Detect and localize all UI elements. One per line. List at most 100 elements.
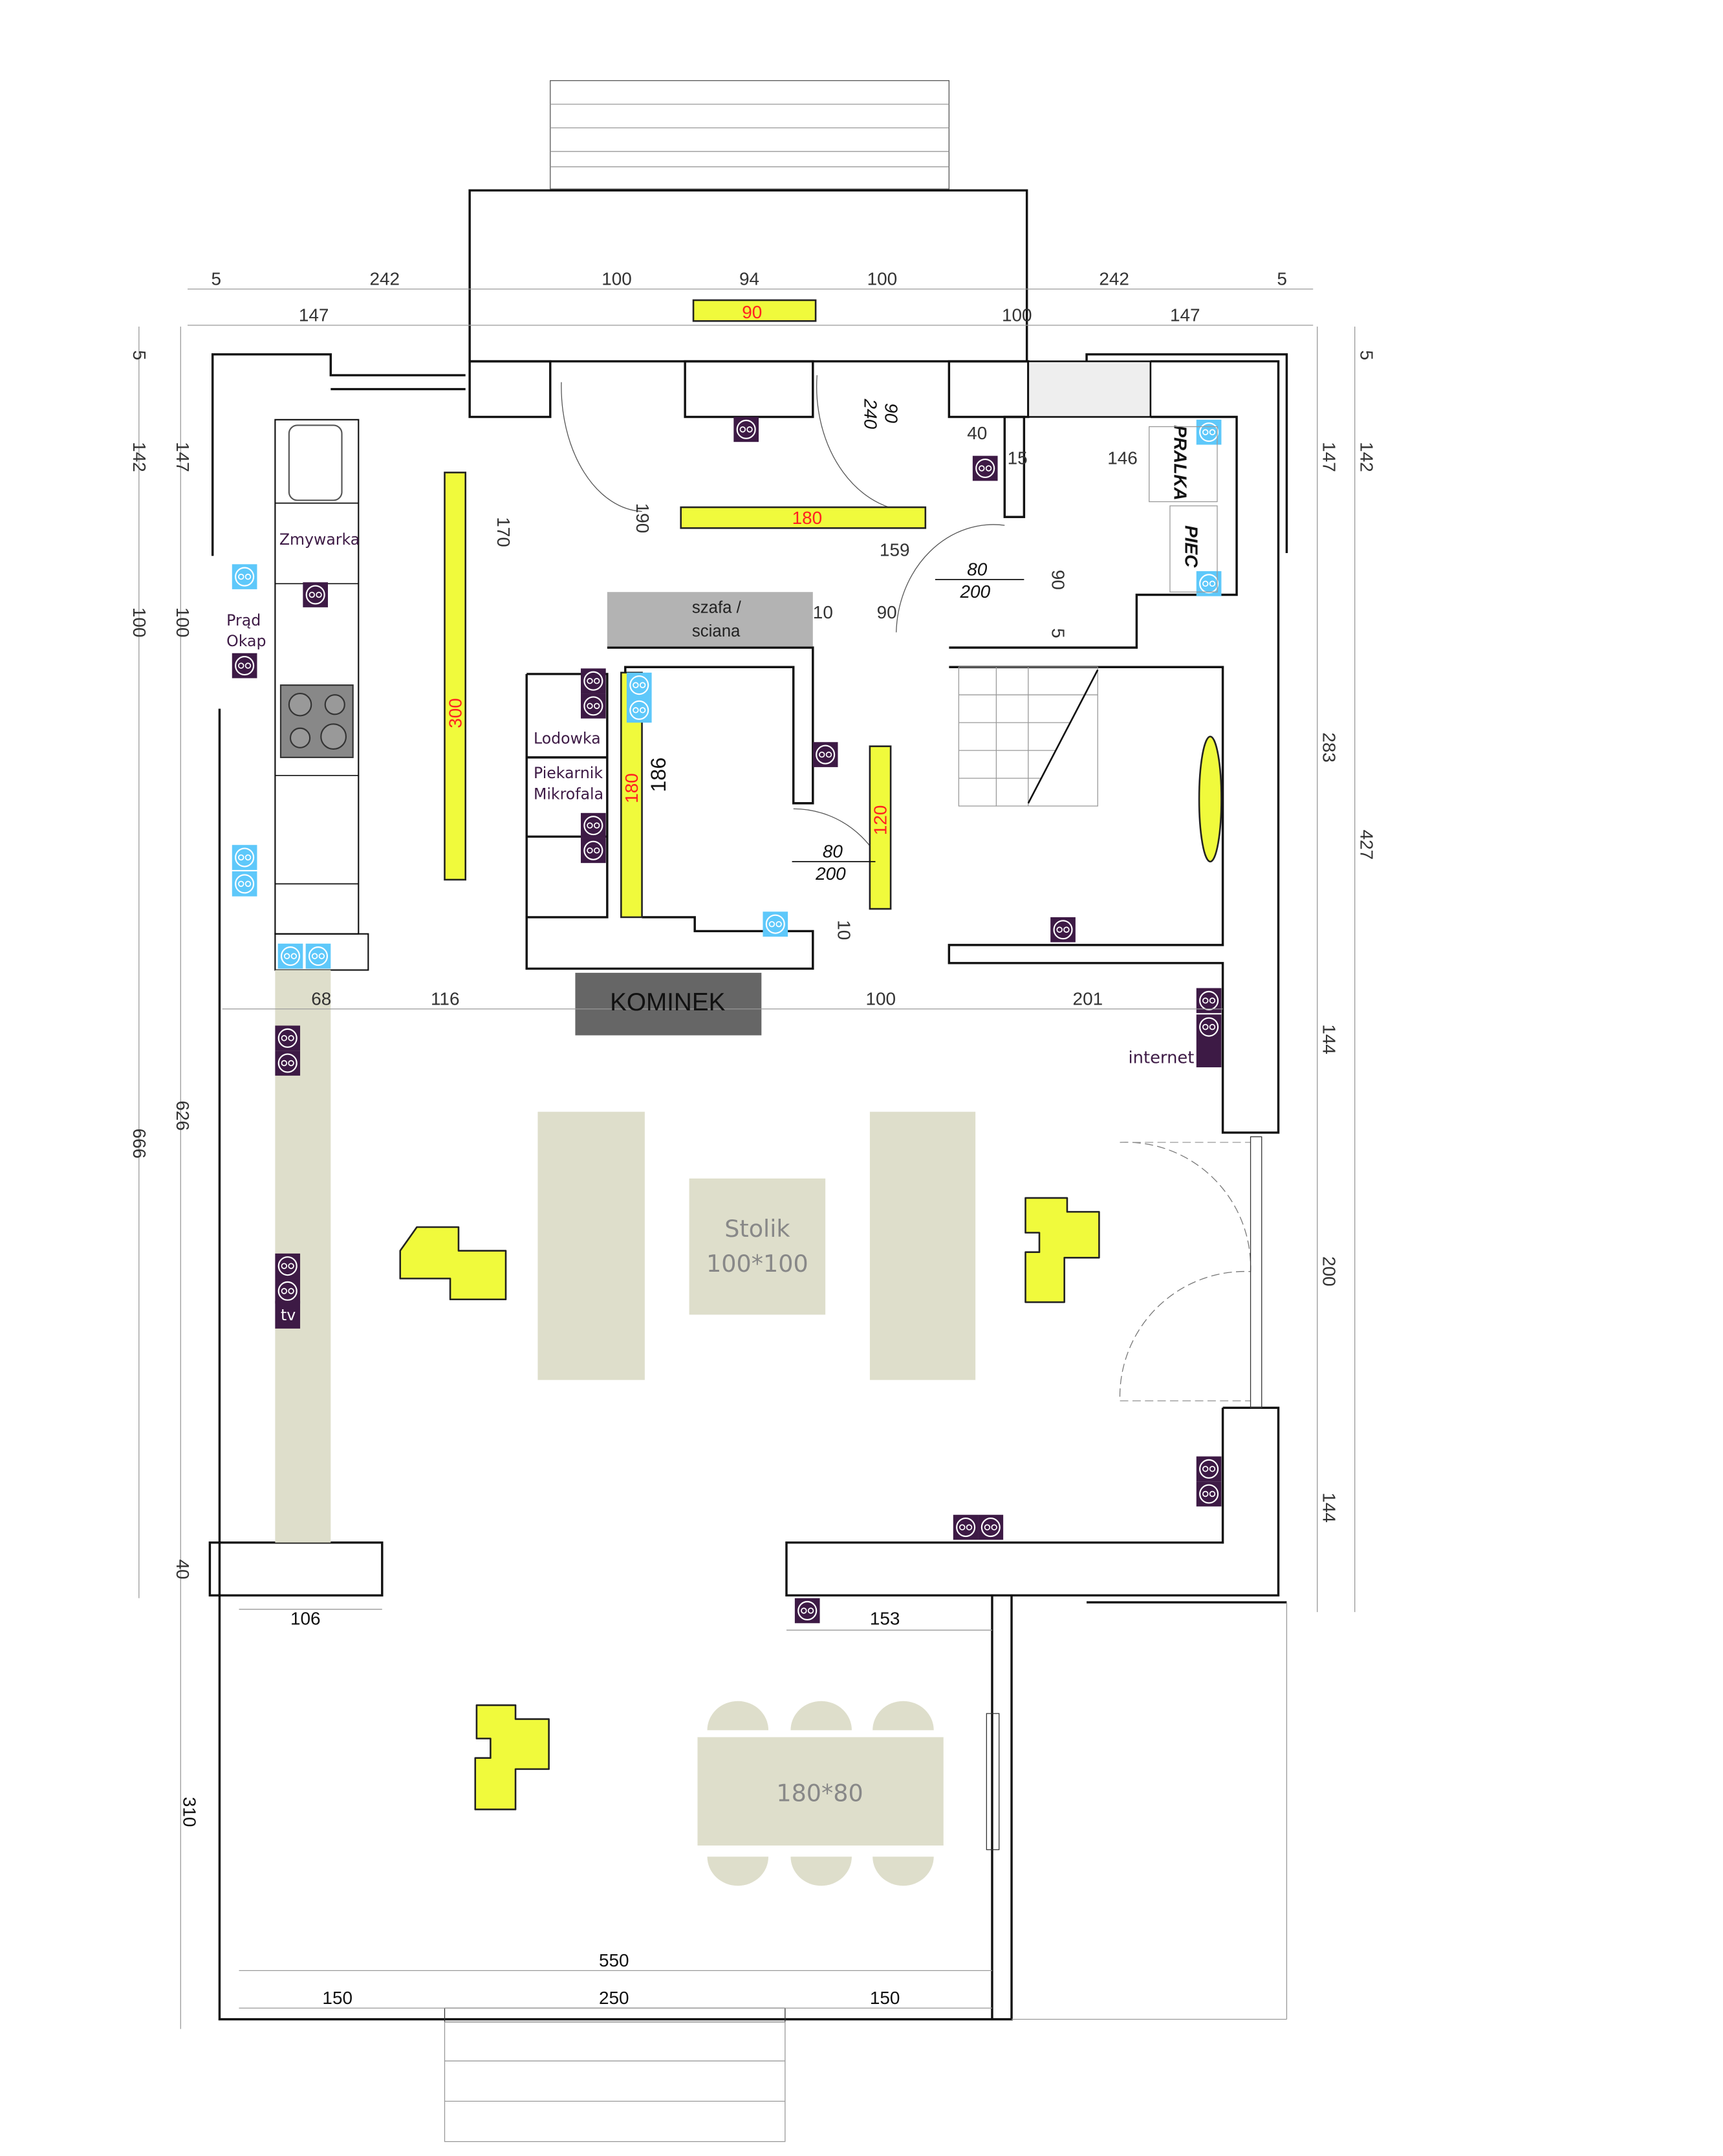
sofa-right <box>869 1111 976 1380</box>
dim: 186 <box>647 757 670 792</box>
blue-outlet-icon <box>232 871 257 897</box>
dim: 159 <box>880 539 910 560</box>
dim: 190 <box>633 503 653 534</box>
dim: 10 <box>813 602 833 622</box>
dim: 5 <box>211 268 222 289</box>
dimension-labels: 5 242 100 94 100 242 5 147 100 147 90 18… <box>129 268 1376 2008</box>
dim: 147 <box>1319 442 1339 472</box>
kitchen-counter <box>274 419 369 971</box>
lamp-hall <box>680 506 927 529</box>
power-outlet-icon <box>978 1514 1004 1540</box>
oven-label: Piekarnik <box>534 764 603 782</box>
power-outlet-icon <box>581 668 606 694</box>
front-porch-stairs <box>550 80 949 190</box>
power-outlet-icon <box>953 1514 979 1540</box>
sink-icon <box>288 424 343 501</box>
dim: 144 <box>1319 1492 1339 1523</box>
blue-outlet-icon <box>232 564 257 589</box>
power-outlet-icon <box>303 582 329 607</box>
dim: 153 <box>870 1608 900 1628</box>
blue-outlet-icon <box>305 943 331 969</box>
door-width: 80 <box>967 559 988 579</box>
walls <box>208 353 1288 2142</box>
lamp-label: 120 <box>871 805 891 836</box>
washer-label: PRALKA <box>1170 425 1190 500</box>
dim: 5 <box>1356 350 1376 360</box>
dim: 106 <box>290 1608 321 1628</box>
dim: 100 <box>865 988 896 1008</box>
dim: 147 <box>299 305 329 325</box>
lamp-kitchen <box>444 472 467 881</box>
dim: 10 <box>834 920 854 940</box>
blue-outlet-icon <box>763 911 788 937</box>
armchair-lamp-2 <box>1024 1197 1100 1303</box>
power-outlet-icon <box>232 653 257 679</box>
fridge-label: Lodowka <box>534 729 601 747</box>
door-width: 80 <box>823 842 843 862</box>
dishwasher-label: Zmywarka <box>279 530 360 549</box>
lamp-label: 300 <box>445 698 465 728</box>
armchair-lamp-3 <box>474 1704 550 1811</box>
hood-power-label: Okap <box>226 632 266 650</box>
power-outlet-icon <box>275 1253 301 1279</box>
dim: 90 <box>1048 570 1068 590</box>
tv-outlet-block <box>275 1300 301 1329</box>
blue-outlet-icon <box>232 845 257 870</box>
dim: 5 <box>1048 628 1068 638</box>
power-outlet-icon <box>581 812 606 838</box>
door-size-2: 80 200 <box>792 842 876 884</box>
chimney-hatched <box>1027 360 1152 418</box>
dim: 427 <box>1356 830 1376 860</box>
lamp-corridor <box>869 745 892 910</box>
dim: 550 <box>599 1950 629 1970</box>
hood-power-label: Prąd <box>226 611 261 629</box>
dim: 40 <box>967 423 987 443</box>
internet-label: internet <box>1128 1049 1194 1068</box>
power-outlet-icon <box>581 838 606 864</box>
lamp-ellipse <box>1198 735 1222 863</box>
dining-set <box>697 1701 944 1886</box>
fireplace <box>575 972 762 1036</box>
dim: 90 <box>877 602 897 622</box>
dim: 150 <box>322 1988 352 2008</box>
dim: 200 <box>1319 1256 1339 1287</box>
room-labels: Zmywarka Prąd Okap PRALKA PIEC szafa / s… <box>226 425 1218 1807</box>
door-size-1: 80 200 <box>935 559 1024 602</box>
dim: 40 <box>173 1559 193 1579</box>
fireplace-label: KOMINEK <box>610 988 725 1016</box>
power-outlet-icon <box>275 1278 301 1304</box>
furnace-label: PIEC <box>1182 525 1202 568</box>
dim: 100 <box>867 268 898 289</box>
dim: 242 <box>1099 268 1129 289</box>
power-outlet-icon <box>812 742 838 767</box>
coffee-table-label: Stolik <box>724 1215 790 1243</box>
dining-table <box>697 1737 944 1846</box>
armchair-lamp-1 <box>399 1226 507 1301</box>
dim: 170 <box>493 517 514 547</box>
dim: 100 <box>129 607 149 638</box>
wardrobe-label: szafa / <box>692 598 742 616</box>
power-outlet-icon <box>1196 1456 1222 1482</box>
wardrobe-label: sciana <box>692 622 741 640</box>
dim: 201 <box>1073 988 1103 1008</box>
wardrobe <box>607 592 813 646</box>
sofa-left <box>537 1111 645 1380</box>
dim: 147 <box>1170 305 1200 325</box>
blue-outlet-icon <box>277 943 303 969</box>
dim: 116 <box>431 988 459 1008</box>
outlets <box>232 417 1222 1624</box>
dim: 142 <box>129 442 149 472</box>
dim: 666 <box>129 1128 149 1159</box>
oven-label: Mikrofala <box>534 785 603 803</box>
dim: 5 <box>1277 268 1287 289</box>
lamp-label: 90 <box>742 302 762 322</box>
dim: 100 <box>601 268 632 289</box>
dimension-lines <box>138 289 1356 2029</box>
power-outlet-icon <box>733 417 759 442</box>
dim: 5 <box>129 350 149 360</box>
staircase <box>958 666 1099 807</box>
coffee-table-size: 100*100 <box>706 1250 808 1278</box>
dim: 68 <box>311 988 331 1008</box>
power-outlet-icon <box>972 455 998 481</box>
